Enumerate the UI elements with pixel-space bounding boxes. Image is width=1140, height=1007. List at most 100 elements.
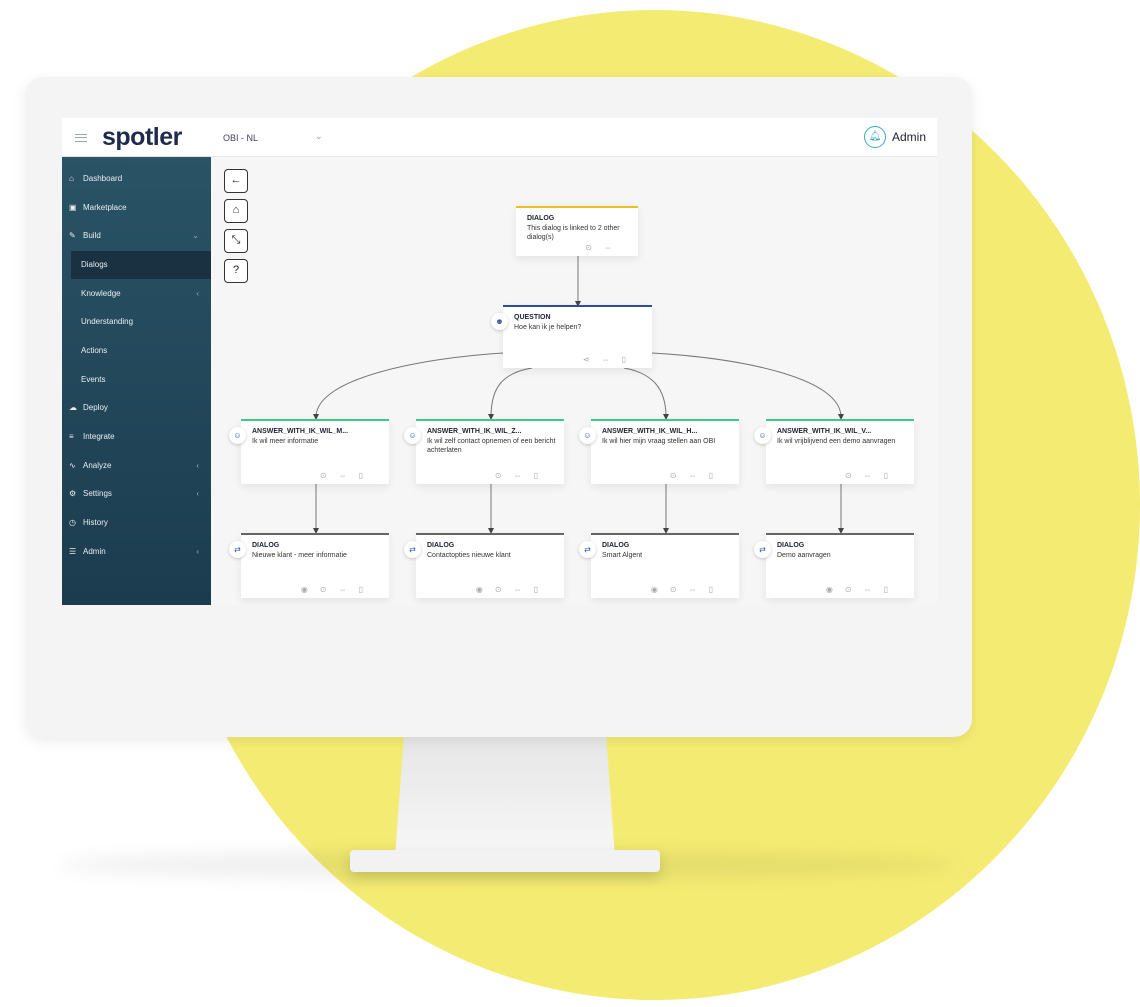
logo: spotler <box>102 123 182 151</box>
sidebar-item-deploy[interactable]: ☁ Deploy <box>62 394 211 422</box>
node-text: Hoe kan ik je helpen? <box>514 324 582 331</box>
node-type: ANSWER_WITH_IK_WIL_V... <box>777 428 872 435</box>
node-actions[interactable]: ⊙⇔▯ <box>669 471 725 480</box>
top-header: spotler OBI - NL ⌄ 🔔︎ Admin <box>62 118 937 157</box>
sidebar-item-history[interactable]: ◷ History <box>62 509 211 537</box>
chevron-down-icon[interactable]: ⌄ <box>315 131 323 141</box>
sidebar-item-understanding[interactable]: Understanding <box>62 308 211 336</box>
sidebar-item-analyze[interactable]: ∿Analyze‹ <box>62 452 211 480</box>
sidebar-item-label: Dashboard <box>83 174 123 183</box>
dialog-node[interactable]: ⇄ DIALOG Nieuwe klant - meer informatie … <box>229 533 389 598</box>
bell-icon[interactable]: 🔔︎ <box>864 126 886 148</box>
node-actions[interactable]: ⋖⇔▯ <box>582 355 638 364</box>
dialog-link-icon: ⇄ <box>754 541 771 558</box>
dialog-link-icon: ⇄ <box>229 541 246 558</box>
back-button[interactable]: ← <box>224 169 248 193</box>
app-screen: spotler OBI - NL ⌄ 🔔︎ Admin ⌂ Dashboard ▣ M… <box>62 118 937 605</box>
node-actions[interactable]: ◉⊙⇔▯ <box>650 585 725 594</box>
sidebar-item-knowledge[interactable]: Knowledge ‹ <box>62 280 211 308</box>
node-actions[interactable]: ⊙⇔▯ <box>844 471 900 480</box>
sidebar-item-label: Analyze <box>83 461 112 470</box>
answer-node[interactable]: ☺ ANSWER_WITH_IK_WIL_H... Ik wil hier mi… <box>579 419 739 484</box>
question-node[interactable]: ☻ QUESTION Hoe kan ik je helpen? ⋖⇔▯ <box>491 305 652 368</box>
sidebar-item-label: Build <box>83 231 101 240</box>
node-type: ANSWER_WITH_IK_WIL_M... <box>252 428 349 435</box>
monitor-stand <box>395 737 615 857</box>
node-text: Contactopties nieuwe klant <box>427 552 511 559</box>
dialog-node[interactable]: ⇄ DIALOG Contactopties nieuwe klant ◉⊙⇔▯ <box>404 533 564 598</box>
sidebar-item-dialogs[interactable]: Dialogs <box>71 251 211 279</box>
chevron-left-icon[interactable]: ‹ <box>196 461 199 470</box>
node-type: DIALOG <box>527 215 555 222</box>
answer-node[interactable]: ☺ ANSWER_WITH_IK_WIL_M... Ik wil meer in… <box>229 419 389 484</box>
user-menu[interactable]: Admin <box>892 130 927 144</box>
sidebar-item-label: Dialogs <box>81 260 108 269</box>
cloud-upload-icon: ☁ <box>69 403 77 412</box>
sliders-icon: ☰ <box>69 547 77 556</box>
sidebar-item-label: Marketplace <box>83 203 127 212</box>
node-actions[interactable]: ◉⊙⇔▯ <box>825 585 900 594</box>
node-text: Demo aanvragen <box>777 552 831 559</box>
root-dialog-node[interactable]: DIALOG This dialog is linked to 2 other … <box>516 206 638 256</box>
chevron-down-icon[interactable]: ⌄ <box>192 231 199 240</box>
answer-node[interactable]: ☺ ANSWER_WITH_IK_WIL_V... Ik wil vrijbli… <box>754 419 914 484</box>
node-text: Ik wil zelf contact opnemen of een beric… <box>427 438 556 454</box>
node-text: Ik wil hier mijn vraag stellen aan OBI <box>602 438 716 445</box>
pencil-icon: ✎ <box>69 231 76 240</box>
menu-icon[interactable] <box>75 134 87 142</box>
project-select[interactable]: OBI - NL <box>223 133 259 143</box>
sidebar-item-actions[interactable]: Actions <box>62 337 211 365</box>
node-type: ANSWER_WITH_IK_WIL_Z... <box>427 428 522 435</box>
sidebar-item-integrate[interactable]: ≡ Integrate <box>62 423 211 451</box>
sidebar-item-label: Deploy <box>83 403 108 412</box>
sidebar-item-label: Events <box>81 375 106 384</box>
chevron-left-icon[interactable]: ‹ <box>196 489 199 498</box>
node-text: Smart Algent <box>602 552 643 559</box>
flow-edges <box>313 256 844 534</box>
node-actions[interactable]: ⊙⇔▯ <box>494 471 550 480</box>
gift-icon: ▣ <box>69 203 77 212</box>
sidebar-item-label: Settings <box>83 489 112 498</box>
chevron-left-icon[interactable]: ‹ <box>196 547 199 556</box>
node-actions[interactable]: ◉⊙⇔▯ <box>475 585 550 594</box>
help-button[interactable]: ? <box>224 259 248 283</box>
layers-icon: ≡ <box>69 432 74 441</box>
user-avatar-icon: ☺ <box>579 427 596 444</box>
node-text: Nieuwe klant - meer informatie <box>252 552 347 559</box>
sidebar-item-build[interactable]: ✎ Build ⌄ <box>62 222 211 250</box>
sidebar-item-settings[interactable]: ⚙ Settings ‹ <box>62 480 211 508</box>
dialog-link-icon: ⇄ <box>404 541 421 558</box>
collapse-button[interactable]: ⤡ <box>224 229 248 253</box>
node-actions[interactable]: ◉⊙⇔▯ <box>300 585 375 594</box>
home-button[interactable]: ⌂ <box>224 199 248 223</box>
gear-icon: ⚙ <box>69 489 77 498</box>
node-type: DIALOG <box>252 542 280 549</box>
sidebar-item-label: History <box>83 518 108 527</box>
sidebar-item-label: Knowledge <box>81 289 121 298</box>
chevron-left-icon[interactable]: ‹ <box>196 289 199 298</box>
answer-node[interactable]: ☺ ANSWER_WITH_IK_WIL_Z... Ik wil zelf co… <box>404 419 564 484</box>
node-text: Ik wil meer informatie <box>252 438 319 445</box>
clock-icon: ◷ <box>69 518 76 527</box>
sidebar-item-label: Integrate <box>83 432 115 441</box>
dialog-node[interactable]: ⇄ DIALOG Smart Algent ◉⊙⇔▯ <box>579 533 739 598</box>
node-type: QUESTION <box>514 314 551 321</box>
dialog-node[interactable]: ⇄ DIALOG Demo aanvragen ◉⊙⇔▯ <box>754 533 914 598</box>
sidebar-item-marketplace[interactable]: ▣ Marketplace <box>62 194 211 222</box>
sidebar-item-label: Admin <box>83 547 106 556</box>
home-icon: ⌂ <box>69 174 74 183</box>
bot-avatar-icon: ☻ <box>491 313 508 330</box>
node-type: DIALOG <box>602 542 630 549</box>
node-type: DIALOG <box>427 542 455 549</box>
sidebar-item-dashboard[interactable]: ⌂ Dashboard <box>62 165 211 193</box>
user-avatar-icon: ☺ <box>229 427 246 444</box>
sidebar-item-events[interactable]: Events <box>62 366 211 394</box>
sidebar-item-label: Actions <box>81 346 108 355</box>
sidebar-item-admin[interactable]: ☰ Admin ‹ <box>62 538 211 566</box>
user-avatar-icon: ☺ <box>404 427 421 444</box>
node-actions[interactable]: ⊙⇔▯ <box>319 471 375 480</box>
user-avatar-icon: ☺ <box>754 427 771 444</box>
node-actions[interactable]: ⊙⇔ <box>585 243 624 252</box>
node-text: Ik wil vrijblijvend een demo aanvragen <box>777 438 896 445</box>
